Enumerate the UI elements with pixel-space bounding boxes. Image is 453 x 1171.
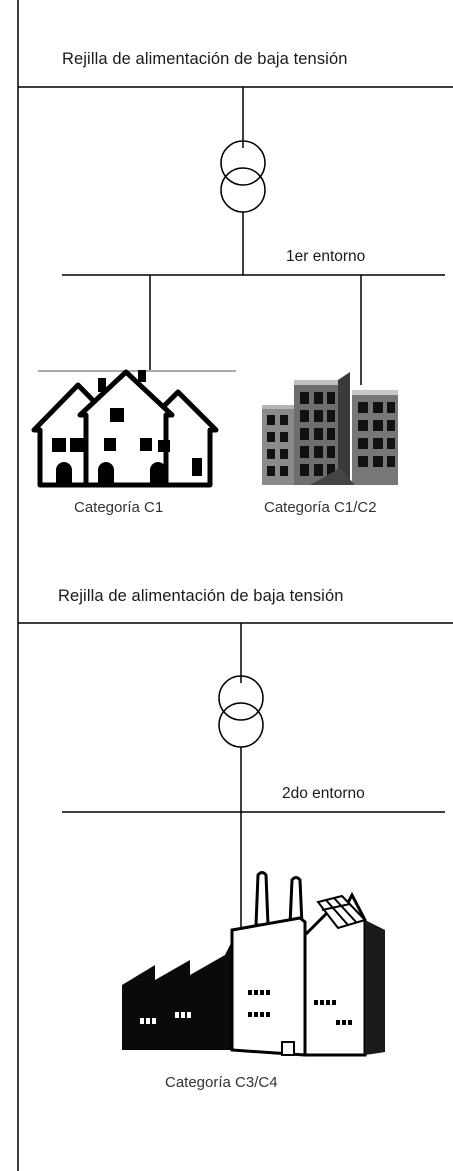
category-label-c3-c4: Categoría C3/C4 [165,1074,278,1091]
transformer-icon-2 [218,675,264,748]
office-buildings-icon [262,372,398,485]
grid-label-2: Rejilla de alimentación de baja tensión [58,587,344,605]
environment-label-1: 1er entorno [286,248,366,265]
grid-label-1: Rejilla de alimentación de baja tensión [62,50,348,68]
environment-label-2: 2do entorno [282,785,365,802]
factory-icon [122,871,385,1057]
transformer-icon [220,140,266,213]
category-label-c1-c2: Categoría C1/C2 [264,499,377,516]
houses-icon [31,369,236,488]
category-label-c1: Categoría C1 [74,499,164,516]
